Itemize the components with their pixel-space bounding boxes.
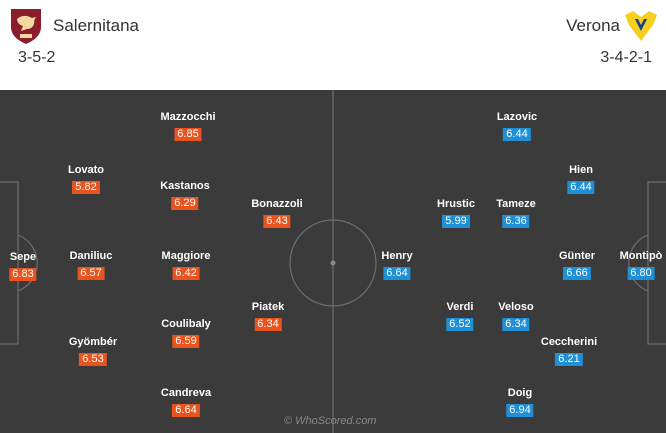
player-name: Bonazzoli xyxy=(251,198,303,210)
away-formation: 3-4-2-1 xyxy=(600,49,652,66)
rating-badge: 6.36 xyxy=(502,215,530,228)
pitch-lines xyxy=(0,90,666,433)
rating-badge: 6.52 xyxy=(446,318,474,331)
rating-badge: 6.34 xyxy=(254,318,282,331)
away-team-name[interactable]: Verona xyxy=(566,16,620,35)
away-player-lazovic[interactable]: Lazovic 6.44 xyxy=(497,110,537,142)
away-player-veloso[interactable]: Veloso 6.34 xyxy=(498,300,534,332)
rating-badge: 6.64 xyxy=(383,267,411,280)
player-name: Sepe xyxy=(9,251,37,263)
home-player-lovato[interactable]: Lovato 5.82 xyxy=(68,163,104,195)
verona-crest-icon[interactable] xyxy=(623,9,659,43)
player-name: Günter xyxy=(558,250,596,262)
away-player-gk[interactable]: Montipò 6.80 xyxy=(619,249,663,281)
player-name: Ceccherini xyxy=(540,336,598,348)
player-name: Hien xyxy=(569,164,593,176)
rating-badge: 6.83 xyxy=(9,268,37,281)
rating-badge: 6.44 xyxy=(567,181,595,194)
home-player-gyomber[interactable]: Gyömbér 6.53 xyxy=(69,335,117,367)
home-team-name[interactable]: Salernitana xyxy=(53,16,140,35)
home-player-kastanos[interactable]: Kastanos 6.29 xyxy=(160,179,210,211)
rating-badge: 6.44 xyxy=(503,128,531,141)
away-player-hrustic[interactable]: Hrustic 5.99 xyxy=(437,197,475,229)
away-player-tameze[interactable]: Tameze 6.36 xyxy=(496,197,536,229)
away-player-gunter[interactable]: Günter 6.66 xyxy=(559,249,595,281)
rating-badge: 6.53 xyxy=(79,353,107,366)
player-name: Tameze xyxy=(496,198,536,210)
pitch: Sepe 6.83 Lovato 5.82 Daniliuc 6.57 Gyöm… xyxy=(0,90,666,433)
rating-badge: 6.34 xyxy=(502,318,530,331)
match-header: Salernitana 3-5-2 Verona 3-4-2-1 xyxy=(0,0,666,90)
home-player-piatek[interactable]: Piatek 6.34 xyxy=(252,300,284,332)
player-name: Kastanos xyxy=(160,180,210,192)
home-player-mazzocchi[interactable]: Mazzocchi 6.85 xyxy=(160,110,216,142)
rating-badge: 6.85 xyxy=(174,128,202,141)
away-player-hien[interactable]: Hien 6.44 xyxy=(567,163,595,195)
home-player-coulibaly[interactable]: Coulibaly 6.59 xyxy=(161,317,211,349)
rating-badge: 5.82 xyxy=(72,181,100,194)
player-name: Montipò xyxy=(619,250,663,262)
player-name: Veloso xyxy=(498,301,534,313)
player-name: Coulibaly xyxy=(161,318,211,330)
home-player-bonazzoli[interactable]: Bonazzoli 6.43 xyxy=(251,197,303,229)
rating-badge: 6.42 xyxy=(172,267,200,280)
player-name: Hrustic xyxy=(437,198,475,210)
watermark: © WhoScored.com xyxy=(284,415,377,427)
rating-badge: 6.66 xyxy=(563,267,591,280)
player-name: Maggiore xyxy=(161,250,211,262)
home-player-candreva[interactable]: Candreva 6.64 xyxy=(161,386,211,418)
player-name: Lovato xyxy=(67,164,105,176)
player-name: Daniliuc xyxy=(69,250,113,262)
home-player-daniliuc[interactable]: Daniliuc 6.57 xyxy=(69,249,113,281)
rating-badge: 6.29 xyxy=(171,197,199,210)
rating-badge: 6.80 xyxy=(627,267,655,280)
rating-badge: 6.59 xyxy=(172,335,200,348)
player-name: Henry xyxy=(381,250,413,262)
home-player-maggiore[interactable]: Maggiore 6.42 xyxy=(161,249,211,281)
away-player-ceccherini[interactable]: Ceccherini 6.21 xyxy=(541,335,597,367)
rating-badge: 6.94 xyxy=(506,404,534,417)
rating-badge: 6.43 xyxy=(263,215,291,228)
rating-badge: 6.64 xyxy=(172,404,200,417)
rating-badge: 6.57 xyxy=(77,267,105,280)
player-name: Lazovic xyxy=(496,111,538,123)
player-name: Mazzocchi xyxy=(160,111,216,123)
player-name: Verdi xyxy=(446,301,474,313)
player-name: Candreva xyxy=(160,387,212,399)
away-player-doig[interactable]: Doig 6.94 xyxy=(506,386,534,418)
rating-badge: 5.99 xyxy=(442,215,470,228)
player-name: Doig xyxy=(507,387,533,399)
salernitana-crest-icon[interactable] xyxy=(8,7,44,45)
away-player-henry[interactable]: Henry 6.64 xyxy=(381,249,413,281)
home-player-gk[interactable]: Sepe 6.83 xyxy=(9,250,37,282)
rating-badge: 6.21 xyxy=(555,353,583,366)
player-name: Gyömbér xyxy=(68,336,118,348)
away-player-verdi[interactable]: Verdi 6.52 xyxy=(446,300,474,332)
player-name: Piatek xyxy=(251,301,285,313)
home-formation: 3-5-2 xyxy=(18,49,56,66)
